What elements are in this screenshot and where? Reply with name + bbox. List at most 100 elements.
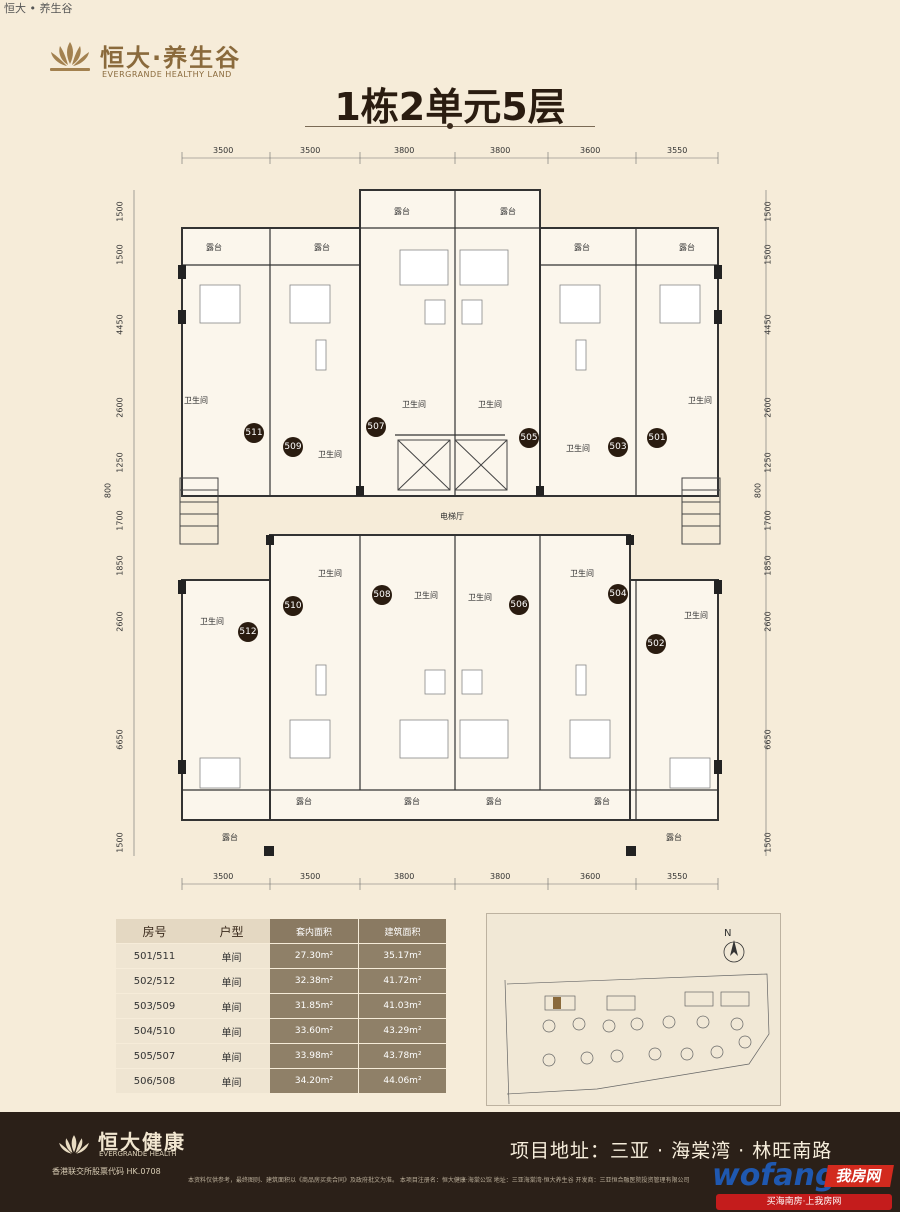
unit-marker: 507 xyxy=(366,417,386,437)
table-cell: 31.85m² xyxy=(270,994,358,1018)
unit-marker: 501 xyxy=(647,428,667,448)
table-cell: 单间 xyxy=(193,969,270,993)
terrace-label: 露台 xyxy=(486,797,502,806)
table-cell: 504/510 xyxy=(116,1019,193,1043)
bathroom-label: 卫生间 xyxy=(200,617,224,626)
watermark-slogan: 买海南房·上我房网 xyxy=(716,1194,892,1210)
table-cell: 32.38m² xyxy=(270,969,358,993)
watermark-wordmark: wofang xyxy=(712,1158,837,1193)
terrace-label: 露台 xyxy=(404,797,420,806)
table-cell: 单间 xyxy=(193,1019,270,1043)
dim-bottom-1: 3500 xyxy=(213,872,234,881)
table-row: 505/507 单间 33.98m² 43.78m² xyxy=(116,1044,446,1068)
project-address: 项目地址：三亚 · 海棠湾 · 林旺南路 xyxy=(510,1140,833,1162)
site-map-drawing xyxy=(504,973,770,1105)
unit-marker: 510 xyxy=(283,596,303,616)
bathroom-label: 卫生间 xyxy=(684,611,708,620)
evergrande-logo-icon xyxy=(50,42,90,71)
table-cell: 单间 xyxy=(193,1044,270,1068)
dim-top-1: 3500 xyxy=(213,146,234,155)
page-title: 1栋2单元5层 xyxy=(334,85,566,129)
site-map xyxy=(486,913,781,1106)
table-cell: 506/508 xyxy=(116,1069,193,1093)
brand-name-en: EVERGRANDE HEALTHY LAND xyxy=(102,70,232,79)
terrace-label: 露台 xyxy=(679,243,695,252)
dim-top-4: 3800 xyxy=(490,146,511,155)
terrace-label: 露台 xyxy=(314,243,330,252)
terrace-label: 露台 xyxy=(500,207,516,216)
table-header-cell: 房号 xyxy=(116,919,193,943)
unit-marker: 511 xyxy=(244,423,264,443)
footer-stock-code: 香港联交所股票代码 HK.0708 xyxy=(52,1167,161,1176)
table-header-cell: 建筑面积 xyxy=(359,919,446,943)
bathroom-label: 卫生间 xyxy=(468,593,492,602)
compass-label: N xyxy=(724,928,732,939)
watermark-badge: 我房网 xyxy=(824,1165,894,1187)
table-cell: 单间 xyxy=(193,944,270,968)
bathroom-label: 卫生间 xyxy=(184,396,208,405)
table-cell: 41.72m² xyxy=(359,969,446,993)
table-cell: 43.78m² xyxy=(359,1044,446,1068)
bathroom-label: 卫生间 xyxy=(570,569,594,578)
unit-marker: 505 xyxy=(519,428,539,448)
table-cell: 单间 xyxy=(193,994,270,1018)
table-cell: 41.03m² xyxy=(359,994,446,1018)
dim-bottom-5: 3600 xyxy=(580,872,601,881)
terrace-label: 露台 xyxy=(394,207,410,216)
title-divider-dot xyxy=(447,123,453,129)
unit-marker: 502 xyxy=(646,634,666,654)
dim-bottom-2: 3500 xyxy=(300,872,321,881)
table-row: 504/510 单间 33.60m² 43.29m² xyxy=(116,1019,446,1043)
table-cell: 33.98m² xyxy=(270,1044,358,1068)
unit-marker: 508 xyxy=(372,585,392,605)
unit-marker: 503 xyxy=(608,437,628,457)
table-cell: 503/509 xyxy=(116,994,193,1018)
floor-plan xyxy=(133,152,767,890)
unit-marker: 512 xyxy=(238,622,258,642)
unit-marker: 504 xyxy=(608,584,628,604)
table-cell: 单间 xyxy=(193,1069,270,1093)
top-caption: 恒大 • 养生谷 xyxy=(4,2,73,15)
footer-disclaimer: 本资料仅供参考，最终图则、建筑面积以《商品房买卖合同》及政府批文为准。 本项目注… xyxy=(188,1177,690,1184)
evergrande-health-logo-icon xyxy=(59,1135,89,1154)
table-cell: 33.60m² xyxy=(270,1019,358,1043)
footer-brand-name-en: EVERGRANDE HEALTH xyxy=(99,1150,177,1158)
footer-brand-name: 恒大健康 xyxy=(98,1130,186,1154)
terrace-label: 露台 xyxy=(222,833,238,842)
dim-bottom-6: 3550 xyxy=(667,872,688,881)
terrace-label: 露台 xyxy=(574,243,590,252)
elevator-hall-label: 电梯厅 xyxy=(440,512,464,521)
bathroom-label: 卫生间 xyxy=(566,444,590,453)
bathroom-label: 卫生间 xyxy=(688,396,712,405)
table-cell: 501/511 xyxy=(116,944,193,968)
bathroom-label: 卫生间 xyxy=(318,450,342,459)
brand-name: 恒大·养生谷 xyxy=(100,44,242,72)
bathroom-label: 卫生间 xyxy=(414,591,438,600)
table-cell: 502/512 xyxy=(116,969,193,993)
dim-top-6: 3550 xyxy=(667,146,688,155)
dim-bottom-4: 3800 xyxy=(490,872,511,881)
terrace-label: 露台 xyxy=(666,833,682,842)
terrace-label: 露台 xyxy=(594,797,610,806)
table-cell: 35.17m² xyxy=(359,944,446,968)
table-cell: 505/507 xyxy=(116,1044,193,1068)
bathroom-label: 卫生间 xyxy=(478,400,502,409)
table-cell: 44.06m² xyxy=(359,1069,446,1093)
table-cell: 34.20m² xyxy=(270,1069,358,1093)
bathroom-label: 卫生间 xyxy=(402,400,426,409)
dim-top-5: 3600 xyxy=(580,146,601,155)
terrace-label: 露台 xyxy=(296,797,312,806)
table-row: 506/508 单间 34.20m² 44.06m² xyxy=(116,1069,446,1093)
table-cell: 43.29m² xyxy=(359,1019,446,1043)
table-row: 501/511 单间 27.30m² 35.17m² xyxy=(116,944,446,968)
table-cell: 27.30m² xyxy=(270,944,358,968)
table-header-cell: 套内面积 xyxy=(270,919,358,943)
bathroom-label: 卫生间 xyxy=(318,569,342,578)
terrace-label: 露台 xyxy=(206,243,222,252)
unit-marker: 509 xyxy=(283,437,303,457)
table-row: 502/512 单间 32.38m² 41.72m² xyxy=(116,969,446,993)
dim-top-2: 3500 xyxy=(300,146,321,155)
table-row: 503/509 单间 31.85m² 41.03m² xyxy=(116,994,446,1018)
compass-icon xyxy=(723,940,745,963)
dim-bottom-3: 3800 xyxy=(394,872,415,881)
